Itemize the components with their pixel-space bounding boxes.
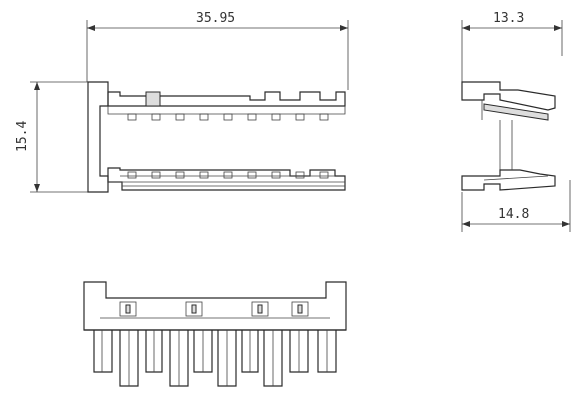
dimension-label-side-bottom: 14.8	[498, 207, 529, 222]
dimension-label-width: 35.95	[196, 11, 235, 26]
dimension-height-left: 15.4	[15, 81, 88, 193]
dimension-label-side-top: 13.3	[493, 11, 524, 26]
side-view: 13.3 14.8	[461, 11, 571, 232]
dimension-side-bottom: 14.8	[461, 180, 571, 232]
front-view-pins	[93, 330, 337, 387]
dimension-side-top: 13.3	[461, 11, 563, 98]
connector-top-body	[87, 81, 346, 193]
top-view: 35.95 15.4	[15, 11, 349, 193]
connector-side-body	[461, 81, 556, 191]
dimension-label-height: 15.4	[15, 121, 30, 152]
dimension-width-top: 35.95	[86, 11, 349, 90]
front-view	[83, 281, 347, 387]
